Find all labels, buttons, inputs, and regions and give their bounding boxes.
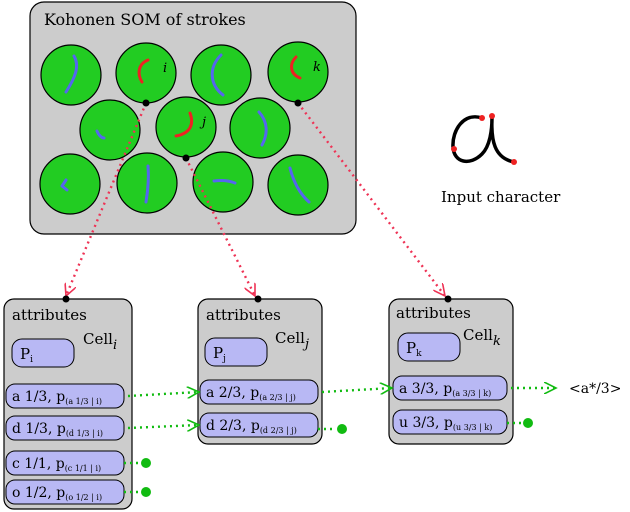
som-node [40, 44, 102, 106]
link-dot [444, 295, 452, 303]
link-arrow-j [184, 157, 257, 296]
link-dot [254, 295, 262, 303]
som-node [267, 154, 329, 216]
attribute-text: a 1/3, p(a 1/3 | i) [12, 389, 102, 406]
som-node-j [155, 96, 217, 158]
som-node-i [115, 42, 177, 104]
som-node [79, 99, 141, 161]
link-dot [182, 154, 190, 162]
attribute-text: a 3/3, p(a 3/3 | k) [399, 381, 491, 398]
som-node [116, 152, 178, 214]
probability-label: Pi [20, 345, 33, 365]
attributes-label: attributes [206, 306, 281, 324]
probability-label: Pk [406, 339, 422, 359]
transition-arrow-a-j-k [321, 388, 392, 392]
attribute-text: o 1/2, p(o 1/2 | i) [12, 485, 102, 502]
attribute-row [5, 415, 125, 441]
link-arrow-k [297, 102, 445, 296]
som-node [229, 97, 291, 159]
som-node [190, 44, 252, 106]
cell-title: Celli [83, 330, 117, 353]
probability-pill [11, 338, 75, 368]
output-label: <a*/3> [569, 381, 621, 397]
attribute-text: a 2/3, p(a 2/3 | j) [206, 385, 296, 402]
attribute-text: u 3/3, p(u 3/3 | k) [399, 415, 492, 432]
input-caption: Input character [441, 188, 561, 206]
attribute-text: d 1/3, p(d 1/3 | i) [12, 421, 103, 438]
label-k: k [313, 60, 321, 75]
som-title: Kohonen SOM of strokes [44, 10, 246, 29]
attributes-label: attributes [396, 304, 471, 322]
link-dot [294, 99, 302, 107]
terminal-dot [523, 418, 533, 428]
terminal-dot [141, 487, 151, 497]
terminal-dot [337, 424, 347, 434]
som-node [192, 151, 254, 213]
label-j: j [199, 115, 206, 130]
probability-pill [204, 337, 268, 367]
probability-label: Pj [213, 344, 226, 364]
link-dot [62, 295, 70, 303]
som-node [39, 153, 101, 215]
link-dot [142, 99, 150, 107]
cell-title: Cellj [275, 329, 309, 352]
terminal-dot [141, 458, 151, 468]
attribute-text: d 2/3, p(d 2/3 | j) [206, 418, 297, 435]
input-character-glyph [451, 113, 517, 165]
attribute-row [5, 383, 125, 409]
label-i: i [163, 61, 167, 76]
link-arrow-i [66, 102, 148, 296]
cell-title: Cellk [463, 326, 501, 349]
transition-arrow-a-i-j [127, 392, 199, 396]
attributes-label: attributes [12, 306, 87, 324]
attribute-text: c 1/1, p(c 1/1 | i) [12, 456, 101, 473]
probability-pill [397, 332, 461, 362]
transition-arrow-d-i-j [127, 425, 199, 428]
